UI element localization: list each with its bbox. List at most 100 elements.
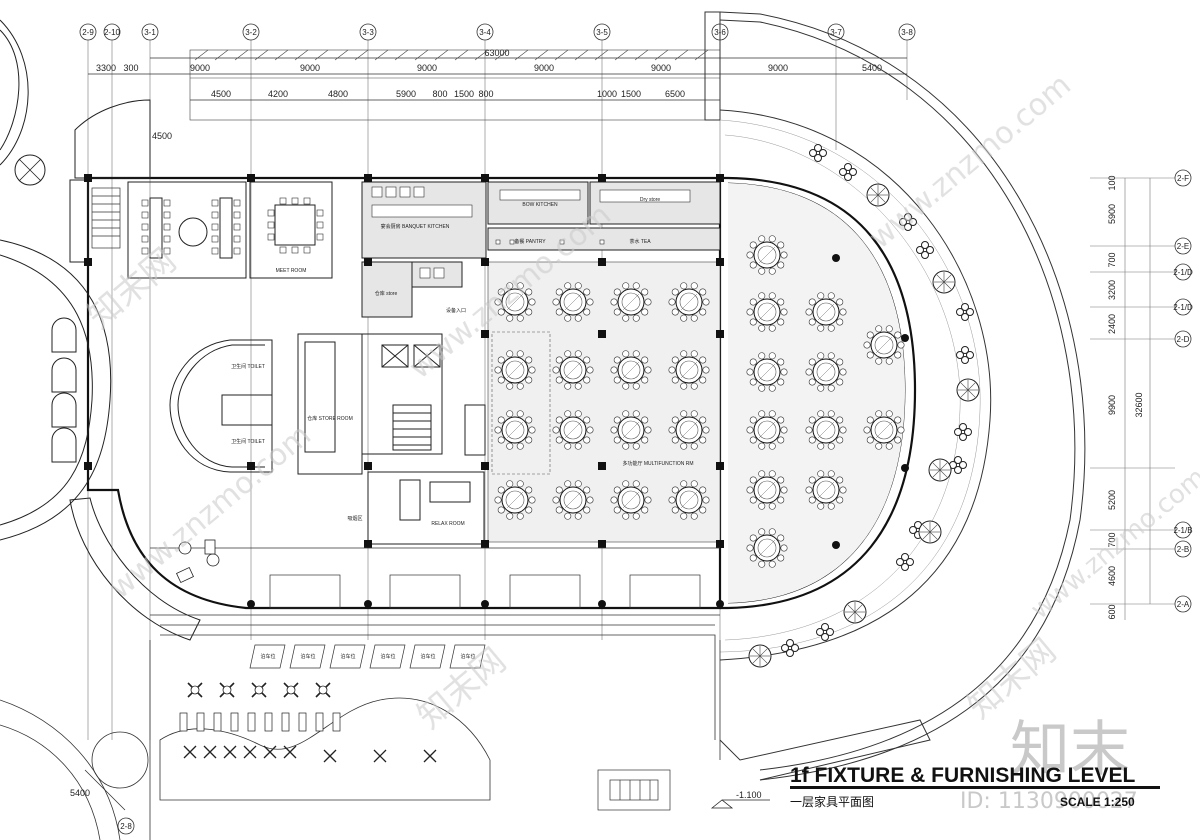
dimension: 4500 — [211, 89, 231, 99]
round-table — [610, 282, 652, 322]
tree-symbol — [932, 270, 956, 294]
chair — [525, 416, 533, 424]
chair — [836, 358, 844, 366]
dimension-total: 63000 — [484, 48, 509, 58]
chair — [749, 496, 757, 504]
chair — [768, 324, 776, 332]
chair — [613, 506, 621, 514]
dimension-left: 4500 — [152, 131, 172, 141]
top-dimension-lines — [88, 57, 907, 101]
table-inner — [621, 490, 641, 510]
chair — [632, 410, 640, 418]
chair — [497, 506, 505, 514]
chair — [875, 357, 883, 365]
table-center — [318, 685, 328, 695]
grid-label: 3-2 — [245, 28, 257, 37]
chair — [622, 382, 630, 390]
round-table — [805, 410, 847, 450]
flower-planter — [956, 346, 974, 364]
tree-branch — [967, 389, 976, 398]
chair — [777, 378, 785, 386]
chair — [644, 366, 652, 374]
chair — [641, 356, 649, 364]
room-label-toilet: 卫生间 TOILET — [231, 438, 265, 445]
chair — [758, 235, 766, 243]
petal — [916, 246, 924, 254]
chair — [777, 261, 785, 269]
chair — [768, 384, 776, 392]
grid-label: 2-A — [1177, 600, 1190, 609]
chair — [525, 436, 533, 444]
room-label-banquet-kitchen: 宴会厨房 BANQUET KITCHEN — [381, 223, 450, 230]
chair — [506, 350, 514, 358]
chair — [552, 496, 560, 504]
chair — [702, 366, 710, 374]
dimension: 9000 — [417, 63, 437, 73]
chair — [768, 470, 776, 478]
chair — [516, 382, 524, 390]
chair — [506, 382, 514, 390]
watermark-id: ID: 1130900027 — [960, 789, 1138, 814]
round-table — [805, 352, 847, 392]
table-inner — [563, 360, 583, 380]
round-table — [863, 410, 905, 450]
tree-branch — [943, 274, 952, 283]
petal — [844, 173, 852, 181]
petal — [921, 251, 929, 259]
table-inner — [563, 420, 583, 440]
grid-label: 3-7 — [830, 28, 842, 37]
chair — [768, 292, 776, 300]
chair — [780, 426, 788, 434]
chair — [894, 416, 902, 424]
dimension: 9000 — [190, 63, 210, 73]
chair — [863, 341, 871, 349]
petal — [821, 633, 829, 641]
chair — [836, 298, 844, 306]
chair — [506, 480, 514, 488]
table-inner — [621, 292, 641, 312]
chair — [610, 496, 618, 504]
chair — [555, 416, 563, 424]
chair — [644, 496, 652, 504]
chair — [632, 282, 640, 290]
chair — [808, 358, 816, 366]
table-inner — [757, 245, 777, 265]
chair — [552, 298, 560, 306]
kitchen-equipment — [371, 186, 691, 279]
chair — [497, 416, 505, 424]
chair — [866, 351, 874, 359]
parking-label: 泊车位 — [460, 653, 475, 660]
tree-branch — [939, 462, 948, 471]
table-hatch — [564, 491, 582, 509]
tree-branch — [847, 611, 856, 620]
table-hatch — [680, 361, 698, 379]
chair — [525, 506, 533, 514]
chair — [583, 436, 591, 444]
chair — [583, 486, 591, 494]
bench — [264, 712, 273, 732]
left-round-pods — [51, 317, 77, 463]
room-label-meet: MEET ROOM — [276, 268, 307, 274]
table-inner — [505, 292, 525, 312]
chair — [564, 350, 572, 358]
chair — [758, 292, 766, 300]
chair — [564, 512, 572, 520]
tree-branch — [922, 531, 931, 540]
chair — [632, 480, 640, 488]
chair — [836, 436, 844, 444]
table-hatch — [564, 361, 582, 379]
chair — [780, 544, 788, 552]
outdoor-seat — [283, 745, 297, 759]
tree-branch — [877, 194, 886, 203]
chair — [808, 318, 816, 326]
level-marker — [710, 799, 770, 809]
chair — [622, 512, 630, 520]
round-table — [610, 480, 652, 520]
petal — [956, 308, 964, 316]
chair — [897, 426, 905, 434]
chair — [839, 308, 847, 316]
table-inner — [757, 302, 777, 322]
chair — [699, 376, 707, 384]
round-table — [746, 470, 788, 510]
chair — [525, 308, 533, 316]
